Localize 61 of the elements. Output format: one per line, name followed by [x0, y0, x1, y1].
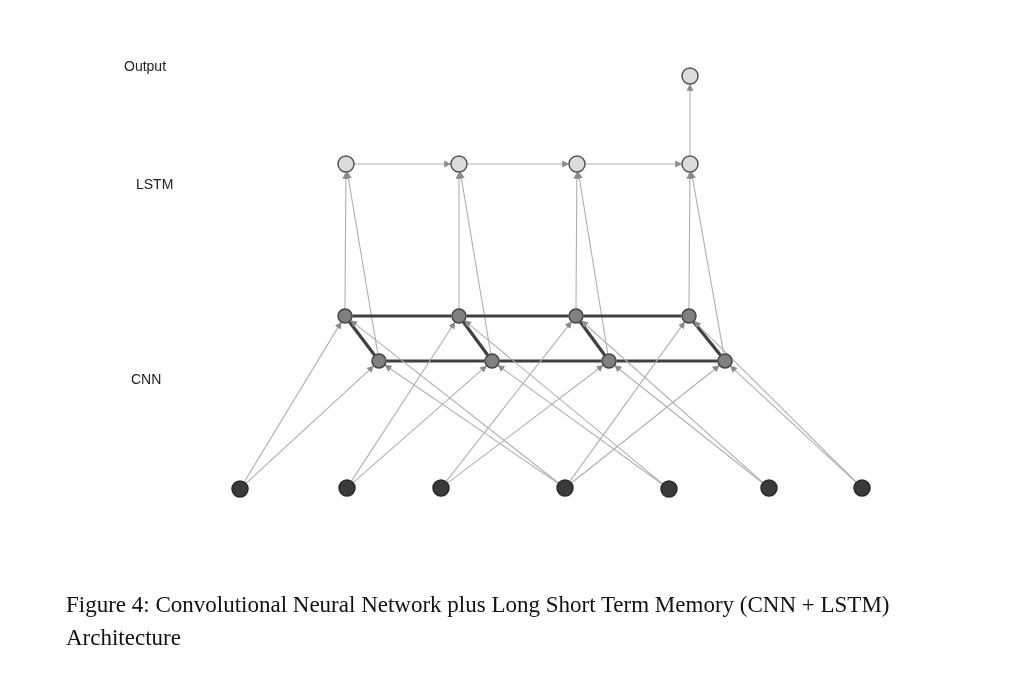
layer-label: LSTM [136, 176, 174, 192]
connector-line [583, 314, 682, 318]
neuron-node [568, 155, 586, 173]
arrow [445, 321, 572, 482]
arrow [464, 320, 663, 485]
neuron-node [568, 308, 584, 324]
arrow [686, 171, 694, 310]
neuron-node [337, 155, 355, 173]
arrow [351, 321, 456, 482]
input-node [853, 479, 871, 497]
arrow [455, 171, 463, 310]
neuron-node [717, 353, 733, 369]
layer-label: CNN [131, 371, 162, 387]
arrow [569, 321, 686, 482]
input-node [432, 479, 450, 497]
arrow [614, 365, 763, 484]
connector-line [466, 314, 569, 318]
arrow [686, 83, 694, 157]
connector-line [579, 321, 606, 356]
connector-line [462, 321, 489, 356]
arrow [353, 160, 452, 168]
neuron-node [681, 155, 699, 173]
neuron-node [681, 308, 697, 324]
figure-caption: Figure 4: Convolutional Neural Network plus Long Short Term Memory (CNN + LSTM) Architecture [66, 591, 891, 652]
arrow [345, 171, 379, 355]
arrow [729, 365, 857, 483]
arrow [245, 365, 375, 484]
arrow [584, 160, 683, 168]
arrow [458, 171, 492, 355]
arrow [384, 364, 559, 484]
neuron-node [371, 353, 387, 369]
input-node [231, 480, 249, 498]
arrow [571, 365, 720, 484]
arrow [575, 171, 609, 355]
neuron-node [451, 308, 467, 324]
arrow [350, 320, 559, 484]
arrow [573, 171, 581, 310]
arrow [581, 320, 764, 483]
input-node [556, 479, 574, 497]
neuron-node [337, 308, 353, 324]
input-node [338, 479, 356, 497]
neuron-node [484, 353, 500, 369]
arrow [497, 364, 663, 485]
arrow [342, 171, 350, 310]
input-node [660, 480, 678, 498]
connector-line [692, 320, 722, 357]
connector-line [499, 359, 602, 363]
neuron-node [450, 155, 468, 173]
connector-line [616, 359, 718, 363]
connector-line [352, 314, 452, 318]
arrow [689, 171, 725, 355]
arrow [466, 160, 570, 168]
arrow [243, 321, 342, 483]
layer-label: Output [124, 58, 167, 74]
neuron-node [681, 67, 699, 85]
connector-line [386, 359, 485, 363]
arrow [447, 364, 604, 484]
input-node [760, 479, 778, 497]
arrow [352, 365, 487, 483]
neuron-node [601, 353, 617, 369]
connector-line [348, 321, 376, 356]
